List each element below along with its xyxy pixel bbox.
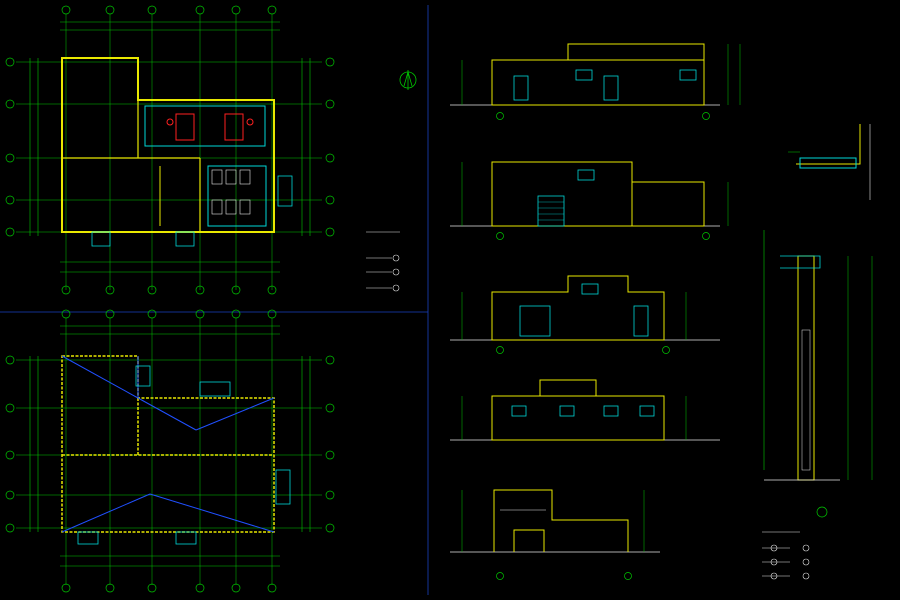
floor-plan-steps xyxy=(91,175,293,247)
wall-section-detail xyxy=(763,230,873,518)
floor-plan-dimensions xyxy=(29,21,311,273)
elevation-3 xyxy=(450,275,720,354)
eave-detail xyxy=(788,124,871,200)
elevation-1 xyxy=(450,43,741,120)
roof-plan-details xyxy=(77,365,291,545)
sheet-dividers xyxy=(0,5,429,595)
floor-plan-fixtures xyxy=(166,113,254,141)
floor-plan-stalls xyxy=(211,169,251,215)
elevation-4 xyxy=(450,379,720,441)
floor-plan-notes xyxy=(366,231,400,292)
elevation-2 xyxy=(450,161,729,240)
north-arrow-icon xyxy=(399,70,417,90)
floor-plan-walls xyxy=(61,57,275,233)
roof-plan xyxy=(5,309,335,593)
detail-legend xyxy=(762,531,810,580)
floor-plan-axis-bubbles xyxy=(5,5,335,295)
roof-plan-ridges xyxy=(61,355,275,533)
section-view xyxy=(450,489,660,580)
floor-plan xyxy=(5,5,417,295)
roof-plan-dimensions xyxy=(29,325,311,567)
roof-plan-axis-bubbles xyxy=(5,309,335,593)
